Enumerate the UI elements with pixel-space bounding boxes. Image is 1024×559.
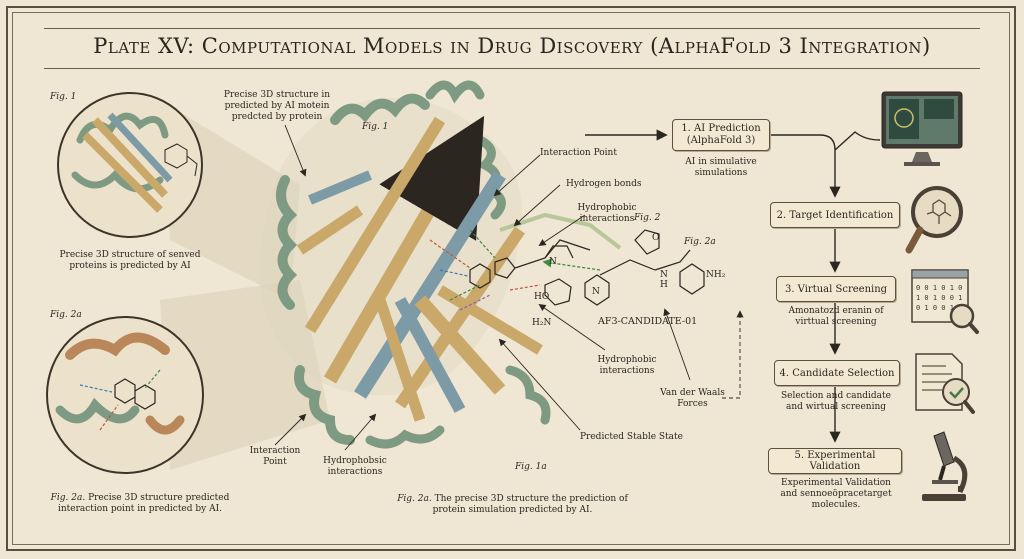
- plate-title: Plate XV: Computational Models in Drug D…: [93, 34, 931, 58]
- nh-atom-label: N H: [660, 270, 668, 290]
- zoom-cone-fig2a: [160, 280, 330, 470]
- candidate-molecule-label: AF3-CANDIDATE-01: [598, 316, 698, 327]
- amine-label: H₂N: [532, 318, 552, 328]
- bottom-caption-text: The precise 3D structure the prediction …: [432, 494, 628, 515]
- microscope-icon: [922, 431, 968, 501]
- fig2a-corner-label: Fig. 2a: [50, 310, 82, 320]
- fig2a-right-label: Fig. 2a: [684, 237, 716, 247]
- precise-structure-label: Precise 3D structure in predicted by AI …: [223, 90, 331, 122]
- nh2-atom-label: NH₂: [706, 270, 726, 280]
- svg-text:0 0 1 0 1 0: 0 0 1 0 1 0: [916, 284, 962, 292]
- title-rule-top: [44, 28, 980, 29]
- interaction-point-label: Interaction Point: [540, 148, 617, 158]
- fig1-main-label: Fig. 1: [362, 122, 389, 132]
- title-rule-bottom: [44, 68, 980, 69]
- nitrogen-atom-label-2: N: [592, 287, 600, 297]
- step5-note: Experimental Validation and sennoeöprace…: [780, 478, 892, 510]
- step-candidate-selection: 4. Candidate Selection: [774, 360, 900, 386]
- step1-note: AI in simulative simulations: [685, 157, 757, 178]
- fig2a-circle-caption: Fig. 2a. Precise 3D structure predicted …: [40, 493, 240, 515]
- oxygen-atom-label: O: [652, 233, 660, 243]
- inner-frame: [12, 12, 1010, 545]
- fig2a-caption-figure-ref: Fig. 2a.: [50, 493, 86, 503]
- hydroxyl-label: HO: [534, 292, 550, 302]
- step-ai-prediction: 1. AI Prediction (AlphaFold 3): [672, 119, 770, 151]
- nitrogen-atom-label-1: N: [549, 257, 557, 267]
- computer-monitor-icon: [881, 91, 963, 166]
- svg-text:0 1 0 0 1 0: 0 1 0 0 1 0: [916, 304, 962, 312]
- hydrophobic-interactions-mid-label: Hydrophobic interactions: [597, 355, 657, 376]
- van-der-waals-label: Van der Waals Forces: [660, 388, 725, 409]
- fig1a-label: Fig. 1a: [515, 462, 547, 472]
- fig1-corner-label: Fig. 1: [50, 92, 77, 102]
- step-experimental-validation: 5. Experimental Validation: [768, 448, 902, 474]
- ligand-binding-site: [429, 212, 705, 311]
- bottom-caption-figure-ref: Fig. 2a.: [397, 494, 432, 504]
- fig2-label: Fig. 2: [634, 213, 661, 223]
- fig2a-caption-text: Precise 3D structure predicted interacti…: [57, 493, 230, 514]
- screening-grid-icon: 0 0 1 0 1 0 1 0 1 0 0 1 0 1 0 0 1 0: [911, 269, 979, 334]
- checklist-document-icon: [915, 353, 975, 414]
- fig2a-circle-inset: [46, 316, 204, 474]
- fig1-circle-caption: Precise 3D structure of senved proteins …: [59, 250, 201, 271]
- protein-structure-illustration: [259, 80, 551, 449]
- interaction-point-bottom-label: Interaction Point: [249, 446, 301, 467]
- hydrogen-bonds-label: Hydrogen bonds: [566, 179, 642, 189]
- step3-note: Amonatozd eranin of virttual screening: [788, 306, 884, 327]
- bottom-main-caption: Fig. 2a. The precise 3D structure the pr…: [395, 494, 630, 516]
- step4-note: Selection and candidate and wirtual scre…: [780, 391, 891, 412]
- magnifier-molecule-icon: [905, 186, 963, 254]
- predicted-stable-state-label: Predicted Stable State: [580, 432, 683, 442]
- hydrophobic-interactions-top-label: Hydrophobic interactions: [577, 203, 637, 224]
- fig1-circle-inset: [57, 92, 203, 238]
- annotation-leaders: [274, 124, 744, 451]
- outer-frame: [6, 6, 1016, 551]
- step-virtual-screening: 3. Virtual Screening: [776, 276, 896, 302]
- svg-text:1 0 1 0 0 1: 1 0 1 0 0 1: [916, 294, 962, 302]
- hydrophobsic-interactions-label: Hydrophobsic interactions: [323, 456, 387, 477]
- workflow-arrows: [585, 129, 881, 443]
- step-target-identification: 2. Target Identification: [770, 202, 900, 228]
